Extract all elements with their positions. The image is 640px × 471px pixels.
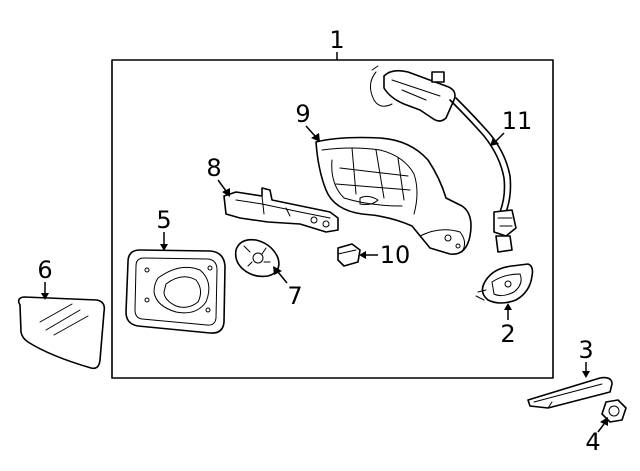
nut (601, 399, 627, 423)
mirror-glass (17, 296, 106, 370)
actuator-motor (234, 238, 280, 278)
callout-11: 11 (502, 107, 533, 135)
mirror-housing (315, 136, 472, 255)
callout-7: 7 (287, 282, 302, 310)
wiring-harness (370, 65, 517, 253)
callout-6: 6 (37, 256, 52, 284)
callout-3: 3 (578, 336, 593, 364)
mirror-holder (125, 249, 226, 334)
clip (337, 243, 361, 267)
turn-signal-module (475, 263, 534, 304)
leader-lines (41, 125, 608, 433)
callout-9: 9 (295, 100, 310, 128)
callout-1: 1 (329, 26, 344, 54)
bracket (223, 187, 339, 233)
callout-2: 2 (500, 320, 515, 348)
callout-8: 8 (206, 154, 221, 182)
callout-4: 4 (585, 428, 600, 456)
trim-strip (527, 376, 613, 409)
callout-10: 10 (380, 241, 411, 269)
callout-5: 5 (156, 206, 171, 234)
assembly-frame (111, 52, 554, 379)
